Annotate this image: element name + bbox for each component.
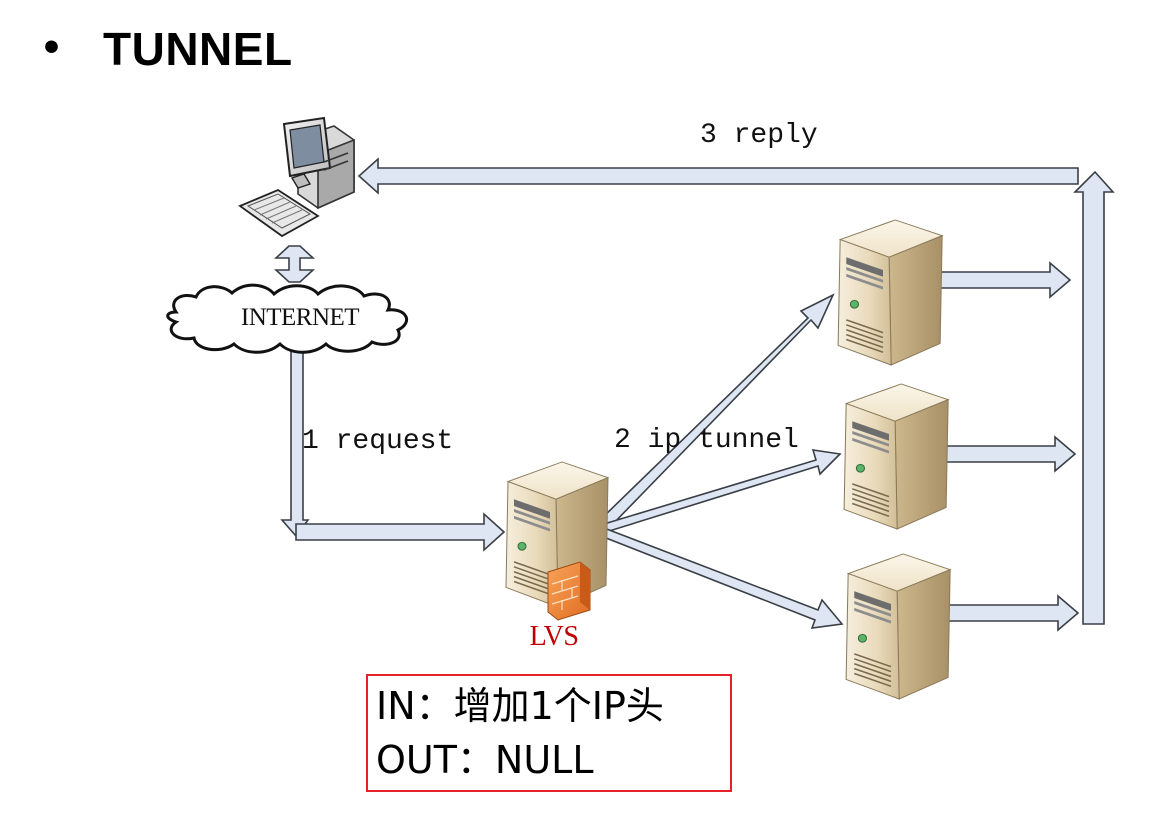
arrows [273, 157, 1115, 632]
lvs-server: LVS [505, 461, 609, 652]
title-text: TUNNEL [103, 23, 293, 75]
title-bullet: • [40, 28, 64, 69]
server-3-out-arrow [945, 594, 1080, 632]
note-out-line: OUT：NULL [376, 738, 594, 782]
reply-horizontal-arrow [357, 157, 1079, 195]
lvs-label: LVS [530, 621, 579, 652]
internet-label: INTERNET [241, 304, 359, 331]
cloud-icon [166, 283, 409, 354]
request-label: 1 request [302, 426, 453, 457]
server-1-out-arrow [939, 261, 1072, 299]
client-computer-icon [238, 116, 355, 238]
slide-title: • TUNNEL [40, 22, 293, 76]
tunnel-arrow-server-2 [603, 449, 842, 534]
firewall-icon [547, 561, 591, 621]
tunnel-arrow-server-1 [598, 293, 835, 530]
note-in-line: IN：增加1个IP头 [376, 684, 664, 728]
reply-vertical-arrow [1073, 170, 1115, 625]
tunnel-note-box: IN：增加1个IP头 OUT：NULL [366, 674, 732, 792]
ip-tunnel-label: 2 ip tunnel [614, 425, 799, 456]
client-internet-arrow [273, 245, 316, 283]
tunnel-arrow-server-3 [599, 526, 844, 629]
reply-label: 3 reply [700, 120, 818, 151]
real-server-1-icon [837, 219, 943, 366]
internet-cloud: INTERNET [166, 283, 409, 354]
server-2-out-arrow [943, 435, 1077, 473]
real-server-3-icon [845, 553, 951, 700]
request-horizontal-arrow [295, 512, 506, 552]
real-server-2-icon [843, 383, 949, 530]
